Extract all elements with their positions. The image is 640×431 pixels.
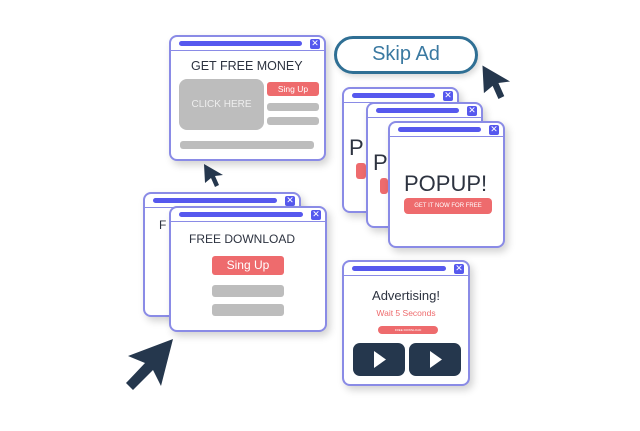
play-button[interactable] (409, 343, 461, 376)
title-bar: ✕ (171, 37, 324, 51)
cursor-icon (482, 65, 511, 99)
play-icon (430, 351, 442, 368)
placeholder-bar (267, 103, 319, 111)
placeholder-bar (267, 117, 319, 125)
advertising-popup: ✕ Advertising! Wait 5 Seconds FREE DOWNL… (342, 260, 470, 386)
popup-title: P (373, 150, 388, 175)
title-bar-fill (376, 108, 459, 113)
popup-button[interactable] (380, 178, 388, 194)
skip-ad-button[interactable]: Skip Ad (334, 36, 478, 74)
title-bar: ✕ (344, 262, 468, 276)
placeholder-bar (212, 285, 284, 297)
popup-title: P (349, 135, 364, 160)
title-bar-fill (179, 41, 302, 46)
free-money-popup: ✕ GET FREE MONEY CLICK HERE Sing Up (169, 35, 326, 161)
wait-text: Wait 5 Seconds (376, 308, 436, 318)
close-icon[interactable]: ✕ (467, 106, 477, 116)
click-here-button[interactable]: CLICK HERE (179, 79, 264, 130)
play-button[interactable] (353, 343, 405, 376)
popup-title: POPUP! (404, 171, 488, 196)
popup-window-front: ✕ POPUP! GET IT NOW FOR FREE (388, 121, 505, 248)
popup-button[interactable] (356, 163, 366, 179)
close-icon[interactable]: ✕ (443, 91, 453, 101)
title-bar: ✕ (171, 208, 325, 222)
close-icon[interactable]: ✕ (489, 125, 499, 135)
signup-button[interactable]: Sing Up (212, 256, 284, 275)
close-icon[interactable]: ✕ (311, 210, 321, 220)
popup-title: FREE DOWNLOAD (189, 232, 296, 246)
cursor-icon (204, 164, 223, 187)
title-bar-fill (398, 127, 481, 132)
title-bar-fill (352, 266, 446, 271)
title-bar: ✕ (344, 89, 457, 103)
signup-button[interactable]: Sing Up (267, 82, 319, 96)
title-bar-fill (153, 198, 277, 203)
free-download-button[interactable]: FREE DOWNLOAD (378, 326, 438, 334)
placeholder-bar (212, 304, 284, 316)
title-bar: ✕ (368, 104, 481, 118)
close-icon[interactable]: ✕ (310, 39, 320, 49)
title-bar: ✕ (390, 123, 503, 137)
close-icon[interactable]: ✕ (454, 264, 464, 274)
title-bar-fill (352, 93, 435, 98)
get-it-now-button[interactable]: GET IT NOW FOR FREE (404, 198, 492, 214)
popup-title: Advertising! (372, 288, 440, 303)
download-popup-front: ✕ FREE DOWNLOAD Sing Up (169, 206, 327, 332)
close-icon[interactable]: ✕ (285, 196, 295, 206)
play-icon (374, 351, 386, 368)
popup-title: GET FREE MONEY (191, 59, 303, 73)
title-bar-fill (179, 212, 303, 217)
placeholder-bar (180, 141, 314, 149)
cursor-icon (126, 339, 173, 390)
popup-title: F (159, 218, 167, 232)
